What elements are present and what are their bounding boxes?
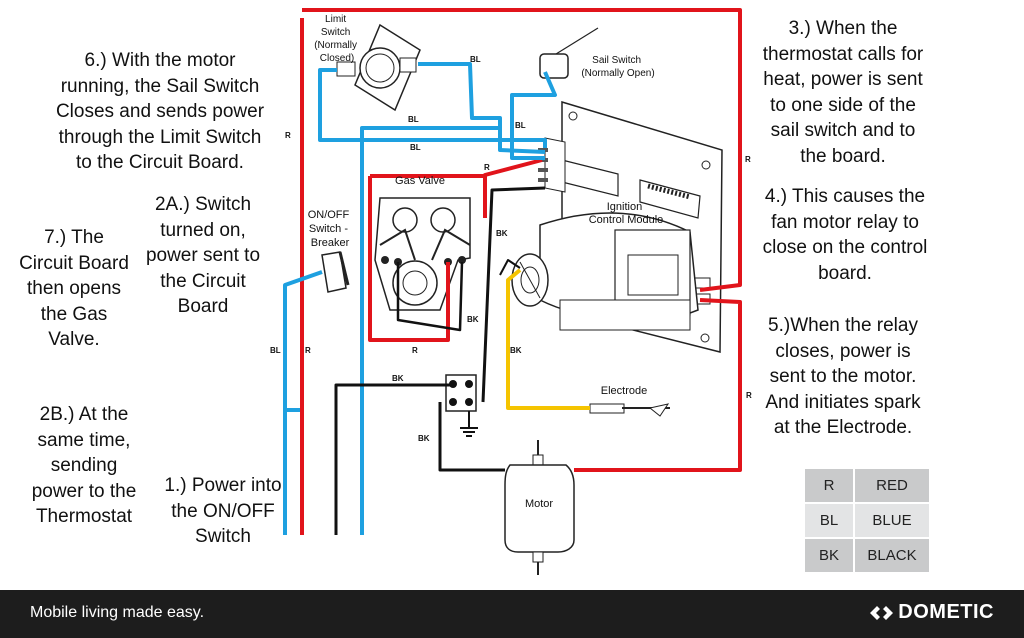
legend-name: BLACK: [853, 537, 931, 574]
wiring-diagram: BL BL BL BL BL R R R R R R BK BK BK BK B…: [19, 8, 931, 575]
footer-bar: Mobile living made easy. DOMETIC: [0, 590, 1024, 638]
blue-wire-thermo: [360, 126, 500, 535]
wire-label-bk: BK: [510, 346, 522, 355]
wire-label-r: R: [746, 391, 752, 400]
wire-label-r: R: [484, 163, 490, 172]
red-wire-top: [302, 8, 742, 292]
black-wire-main: [334, 383, 453, 535]
onoff-breaker: [321, 251, 350, 293]
blue-wire-limit: [318, 68, 547, 148]
wire-label-bl: BL: [270, 346, 281, 355]
limit-switch-label: Limit Switch (Normally Closed): [314, 14, 360, 64]
diagram-canvas: BL BL BL BL BL R R R R R R BK BK BK BK B…: [270, 8, 752, 575]
motor: [504, 440, 575, 575]
wire-label-r: R: [412, 346, 418, 355]
yellow-wire-electrode: [506, 268, 590, 410]
black-wire-board: [481, 186, 546, 403]
wire-label-bl: BL: [470, 55, 481, 64]
wire-label-bk: BK: [467, 315, 479, 324]
legend-code: BK: [803, 537, 855, 574]
blue-wire-sail-2: [510, 71, 557, 160]
wire-label-bk: BK: [418, 434, 430, 443]
electrode-label: Electrode: [601, 385, 647, 397]
chevron-logo-icon: [870, 605, 894, 620]
wire-label-r: R: [745, 155, 751, 164]
legend-name: RED: [853, 467, 931, 504]
brand-logo: DOMETIC: [868, 601, 994, 624]
legend-code: R: [803, 467, 855, 504]
wire-label-bk: BK: [496, 229, 508, 238]
legend-row: BK BLACK: [803, 537, 931, 574]
blue-wire-left: [283, 270, 323, 535]
blower-assembly: [511, 212, 699, 331]
black-wire-motor: [438, 402, 505, 472]
electrode: [589, 403, 670, 417]
limit-switch: [336, 23, 421, 112]
onoff-label: ON/OFF Switch - Breaker: [308, 209, 353, 249]
wire-label-bk: BK: [392, 374, 404, 383]
red-wire-motor: [574, 298, 742, 472]
wire-label-bl: BL: [410, 143, 421, 152]
motor-label: Motor: [525, 498, 553, 510]
wire-color-legend: R RED BL BLUE BK BLACK: [803, 467, 931, 574]
footer-tagline: Mobile living made easy.: [30, 604, 205, 621]
wire-label-r: R: [305, 346, 311, 355]
red-wire-valve: [368, 176, 450, 342]
wire-label-bl: BL: [515, 121, 526, 130]
sail-switch-label: Sail Switch (Normally Open): [581, 55, 654, 79]
black-wire-blower: [499, 259, 521, 276]
legend-code: BL: [803, 502, 855, 539]
legend-row: R RED: [803, 467, 931, 504]
brand-name: DOMETIC: [898, 601, 994, 623]
legend-name: BLUE: [853, 502, 931, 539]
legend-row: BL BLUE: [803, 502, 931, 539]
black-wire-valve: [396, 261, 464, 332]
wire-label-r: R: [285, 131, 291, 140]
wire-label-bl: BL: [408, 115, 419, 124]
blue-wire-sail: [418, 62, 546, 154]
ignition-module-label: Ignition Control Module: [589, 201, 664, 226]
gas-valve: [374, 197, 471, 311]
gas-valve-label: Gas Valve: [395, 175, 445, 187]
